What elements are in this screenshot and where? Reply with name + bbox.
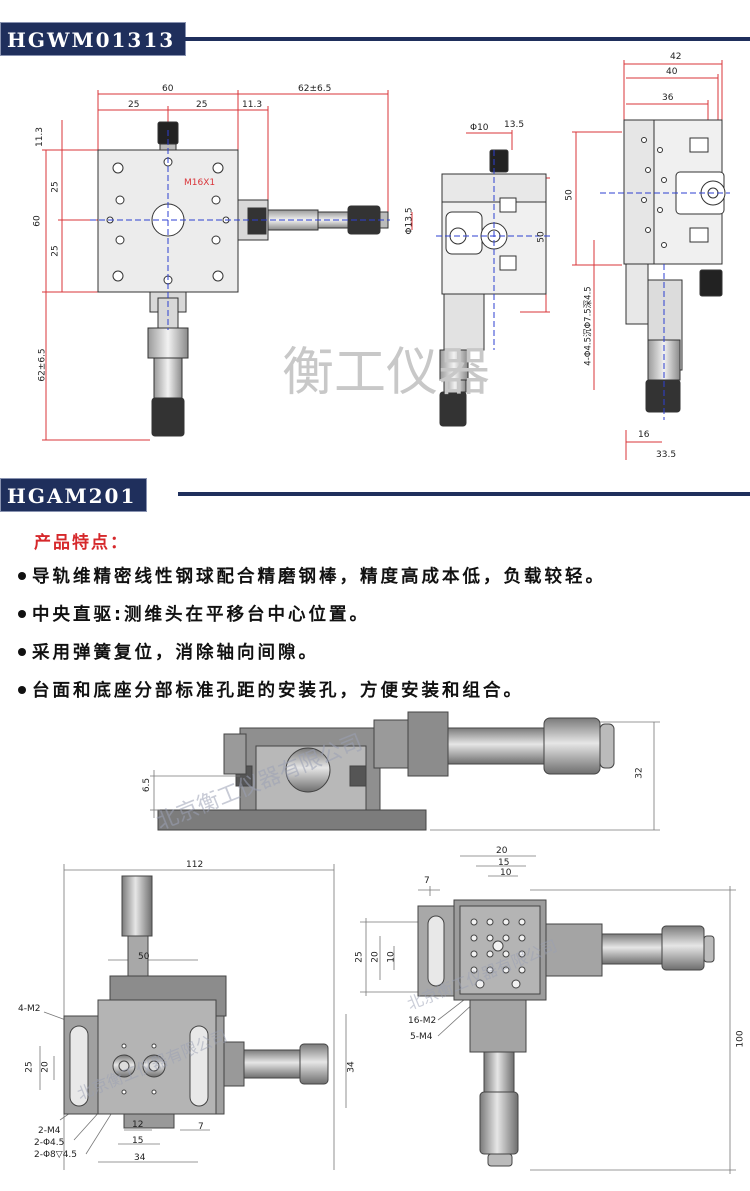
dim-label: 16-M2 (408, 1016, 437, 1026)
dim-label: 20 (370, 951, 381, 963)
dim-label: 7 (424, 876, 430, 886)
dim-label: M16X1 (184, 178, 216, 188)
dim-label: 25 (128, 100, 140, 110)
dim-label: 34 (134, 1153, 146, 1163)
dim-label: 60 (32, 215, 43, 227)
dim-label: 20 (496, 846, 508, 856)
features-title: 产品特点： (34, 533, 129, 553)
dim-label: 2-Φ8▽4.5 (34, 1150, 78, 1160)
dim-label: 50 (138, 952, 150, 962)
dim-label: 15 (132, 1136, 144, 1146)
dim-label: 62±6.5 (298, 84, 332, 94)
section1-dim-labels: 60 25 25 11.3 62±6.5 Φ10 13.5 42 40 36 1… (0, 50, 750, 460)
section1-banner: HGWM01313 (0, 22, 187, 56)
feature-text: 采用弹簧复位，消除轴向间隙。 (32, 643, 319, 663)
section2-model: HGAM201 (0, 478, 148, 512)
dim-label: 32 (634, 767, 645, 779)
section2-banner-line (178, 492, 750, 496)
dim-label: 25 (50, 181, 61, 193)
dim-label: 2-Φ4.5 (34, 1138, 65, 1148)
features-list: 产品特点： 导轨维精密线性钢球配合精磨钢棒，精度高成本低，负载较轻。 中央直驱:… (18, 528, 748, 715)
dim-label: 4-Φ4.5沉Φ7.5深4.5 (583, 286, 594, 366)
dim-label: Φ13.5 (404, 207, 415, 235)
dim-label: 16 (638, 430, 650, 440)
dim-label: 11.3 (35, 126, 46, 148)
feature-text: 台面和底座分部标准孔距的安装孔，方便安装和组合。 (32, 681, 524, 701)
feature-text: 导轨维精密线性钢球配合精磨钢棒，精度高成本低，负载较轻。 (32, 567, 606, 587)
dim-label: 40 (666, 67, 678, 77)
dim-label: 11.3 (242, 100, 263, 110)
section2-dim-labels: 6.5 32 112 50 4-M2 25 20 34 2-M4 2-Φ4.5 … (0, 700, 750, 1191)
feature-text: 中央直驱:测维头在平移台中心位置。 (32, 605, 370, 625)
dim-label: 62±6.5 (37, 348, 48, 382)
dim-label: 13.5 (504, 120, 525, 130)
feature-item: 台面和底座分部标准孔距的安装孔，方便安装和组合。 (18, 677, 748, 702)
bullet-icon (18, 571, 26, 580)
feature-item: 中央直驱:测维头在平移台中心位置。 (18, 601, 748, 626)
dim-label: 42 (670, 52, 682, 62)
dim-label: 6.5 (142, 777, 153, 793)
dim-label: 50 (536, 231, 547, 243)
dim-label: 25 (24, 1061, 35, 1073)
dim-label: 15 (498, 858, 510, 868)
feature-item: 采用弹簧复位，消除轴向间隙。 (18, 639, 748, 664)
dim-label: 10 (386, 951, 397, 963)
section1-watermark: 衡工仪器 (282, 343, 490, 403)
dim-label: 2-M4 (38, 1126, 61, 1136)
bullet-icon (18, 647, 26, 656)
dim-label: 60 (162, 84, 174, 94)
dim-label: 50 (564, 189, 575, 201)
dim-label: 5-M4 (410, 1032, 433, 1042)
dim-label: 36 (662, 93, 674, 103)
bullet-icon (18, 609, 26, 618)
section2-banner: HGAM201 (0, 478, 148, 512)
section2-drawing: 北京衡工仪器有限公司 北京衡工仪器有限公司 北京衡工仪器有限公司 (39, 711, 736, 1174)
dim-label: 25 (354, 951, 365, 963)
dim-label: 7 (198, 1122, 204, 1132)
dim-label: 20 (40, 1061, 51, 1073)
bullet-icon (18, 685, 26, 694)
dim-label: 10 (500, 868, 512, 878)
dim-label: 25 (196, 100, 208, 110)
dim-label: 112 (186, 860, 204, 870)
section1-model: HGWM01313 (0, 22, 187, 56)
dim-label: 12 (132, 1120, 144, 1130)
dim-label: 33.5 (656, 450, 677, 460)
section1-drawing: 衡工仪器 (42, 60, 730, 460)
feature-item: 导轨维精密线性钢球配合精磨钢棒，精度高成本低，负载较轻。 (18, 563, 748, 588)
dim-label: Φ10 (470, 123, 489, 133)
dim-label: 34 (346, 1061, 357, 1073)
section1-banner-line (178, 37, 750, 41)
dim-label: 4-M2 (18, 1004, 41, 1014)
dim-label: 25 (50, 245, 61, 257)
dim-label: 100 (735, 1030, 746, 1048)
